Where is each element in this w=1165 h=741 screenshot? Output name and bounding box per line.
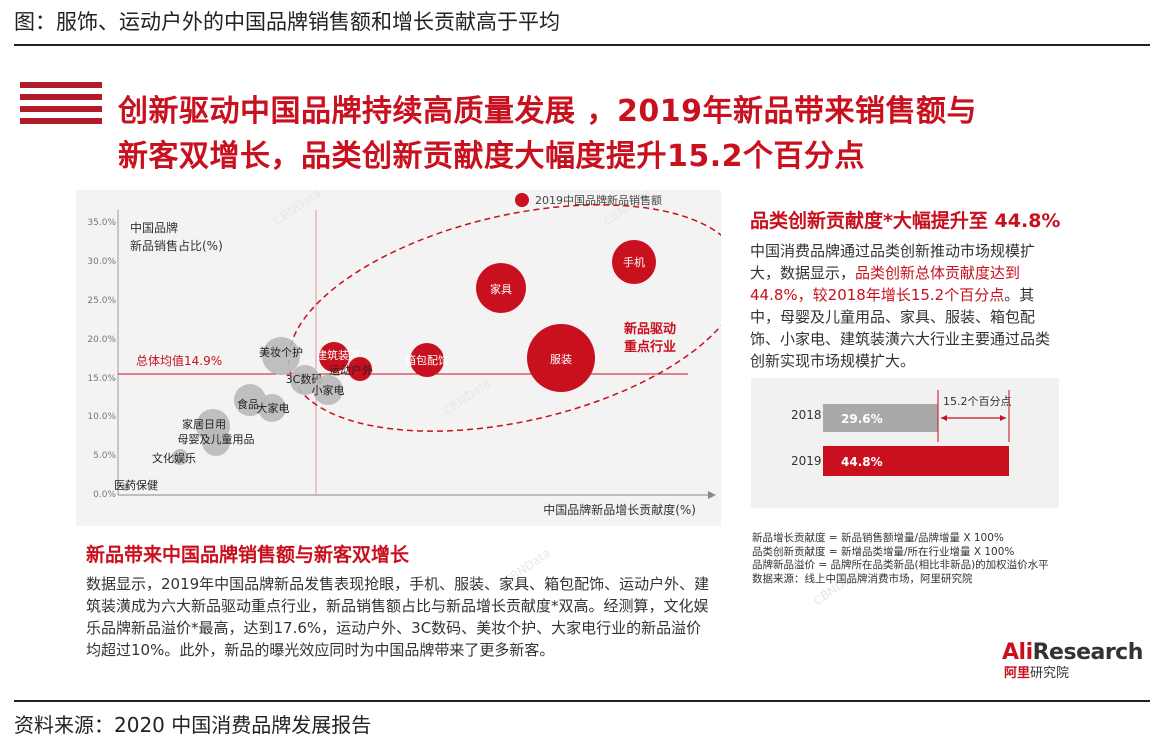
bubble-bags-accessories: [410, 343, 444, 377]
bubble-beauty: [262, 337, 300, 375]
bubble-label: 医药保健: [114, 478, 158, 492]
bubble-chart-panel: [76, 190, 721, 526]
y-axis-label-line-1: 中国品牌: [130, 220, 178, 235]
bar-2019: [823, 446, 1009, 476]
bubble-label: 建筑装潢: [316, 348, 360, 362]
bubble-label: 美妆个护: [259, 345, 303, 359]
logo-ali-text: Ali: [1002, 640, 1033, 665]
note-line: 品类创新贡献度 = 新增品类增量/所在行业增量 X 100%: [752, 545, 1015, 558]
contribution-bar-chart: 2018 29.6% 2019 44.8% 15.2个百分点: [791, 390, 1012, 476]
bubble-culture-entertainment: [172, 449, 188, 465]
y-tick-label: 0.0%: [93, 490, 116, 500]
bar-value-label: 29.6%: [841, 412, 883, 426]
y-tick-label: 20.0%: [87, 335, 116, 345]
x-axis-arrow: [708, 491, 716, 499]
bottom-divider: [14, 700, 1150, 702]
bar-difference-label: 15.2个百分点: [943, 395, 1012, 408]
bubble-label: 食品: [237, 397, 259, 411]
logo-cn-red: 阿里: [1004, 666, 1031, 681]
arrow-head-right: [1000, 415, 1006, 421]
average-line-label: 总体均值14.9%: [136, 353, 222, 368]
bubble-large-appliance: [258, 394, 286, 422]
new-product-growth-paragraph: 数据显示，2019年中国品牌新品发售表现抢眼，手机、服装、家具、箱包配饰、运动户…: [86, 575, 710, 659]
legend-marker: [515, 193, 529, 207]
bar-year-label: 2019: [791, 454, 822, 468]
aliresearch-logo: AliResearch: [1002, 640, 1143, 665]
logo-research-text: Research: [1032, 640, 1144, 665]
bubble-label: 服装: [550, 353, 572, 366]
top-divider: [14, 44, 1150, 46]
arrow-head-left: [941, 415, 947, 421]
note-line: 新品增长贡献度 = 新品销售额增量/品牌增量 X 100%: [752, 532, 1004, 544]
y-tick-label: 5.0%: [93, 451, 116, 461]
bubble-label: 家居日用: [182, 417, 226, 431]
bubble-apparel: [527, 324, 595, 392]
y-tick-label: 25.0%: [87, 296, 116, 306]
y-tick-label: 15.0%: [87, 374, 116, 384]
bubble-label: 大家电: [257, 401, 290, 415]
y-tick-label: 35.0%: [87, 218, 116, 228]
x-axis-label: 中国品牌新品增长贡献度(%): [543, 502, 696, 517]
driver-label-line-2: 重点行业: [624, 339, 676, 355]
aliresearch-logo-cn: 阿里研究院: [1004, 662, 1069, 681]
bubble-baby-kids: [202, 428, 230, 456]
note-line: 品牌新品溢价 = 品牌所在品类新品(相比非新品)的加权溢价水平: [752, 559, 1049, 571]
bubble-small-appliance: [313, 375, 343, 405]
bar-year-label: 2018: [791, 408, 822, 422]
contribution-bar-panel: [751, 378, 1059, 508]
bubble-label: 手机: [623, 255, 645, 269]
highlight-text: 品类创新总体贡献度达到44.8%，较2018年增长15.2个百分点: [750, 264, 1021, 304]
bubble-furniture: [476, 263, 526, 313]
driver-label-line-1: 新品驱动: [624, 321, 676, 337]
y-tick-label: 10.0%: [87, 412, 116, 422]
category-innovation-paragraph: 中国消费品牌通过品类创新推动市场规模扩大，数据显示，品类创新总体贡献度达到44.…: [750, 240, 1060, 372]
bubble-label: 文化娱乐: [152, 451, 196, 465]
y-tick-labels: 35.0% 30.0% 25.0% 20.0% 15.0% 10.0% 5.0%…: [87, 218, 116, 500]
title-stripes-decoration: [20, 82, 102, 130]
bubble-label: 3C数码: [286, 373, 323, 386]
legend-label: 2019中国品牌新品销售额: [535, 193, 662, 207]
bubble-label: 家具: [490, 282, 512, 296]
bubble-medicine-health: [122, 483, 130, 491]
bubble-chart: 2019中国品牌新品销售额 35.0% 30.0% 25.0% 20.0% 15…: [87, 193, 721, 517]
category-innovation-title: 品类创新贡献度*大幅提升至 44.8%: [750, 210, 1061, 232]
source-note: 资料来源：2020 中国消费品牌发展报告: [14, 713, 372, 737]
headline-line-2: 新客双增长，品类创新贡献度大幅度提升15.2个百分点: [118, 139, 866, 174]
paragraph-text: 。其中，母婴及儿童用品、家具、服装、箱包配饰、小家电、建筑装潢六大行业主要通过品…: [750, 286, 1051, 370]
new-product-growth-title: 新品带来中国品牌销售额与新客双增长: [86, 544, 410, 566]
bubble-sports-outdoor: [348, 357, 372, 381]
headline-line-1: 创新驱动中国品牌持续高质量发展 ，2019年新品带来销售额与: [118, 94, 977, 129]
bubble-label: 母婴及儿童用品: [178, 432, 255, 446]
bubble-label: 运动户外: [329, 363, 373, 377]
y-tick-label: 30.0%: [87, 257, 116, 267]
bubble-label: 箱包配饰: [405, 353, 449, 367]
bar-2018: [823, 404, 938, 432]
note-line: 数据来源：线上中国品牌消费市场，阿里研究院: [752, 572, 973, 585]
bubble-3c-digital: [290, 365, 320, 395]
definition-notes: 新品增长贡献度 = 新品销售额增量/品牌增量 X 100% 品类创新贡献度 = …: [752, 532, 1049, 586]
logo-cn-rest: 研究院: [1030, 666, 1070, 681]
bubble-label: 小家电: [312, 383, 345, 397]
bubble-mobile-phone: [612, 240, 656, 284]
bar-value-label: 44.8%: [841, 455, 883, 469]
bubble-building-decoration: [319, 342, 349, 372]
figure-caption: 图：服饰、运动户外的中国品牌销售额和增长贡献高于平均: [14, 10, 560, 34]
paragraph-text: 中国消费品牌通过品类创新推动市场规模扩大，数据显示，: [750, 242, 1036, 282]
y-axis-label-line-2: 新品销售占比(%): [130, 238, 223, 253]
